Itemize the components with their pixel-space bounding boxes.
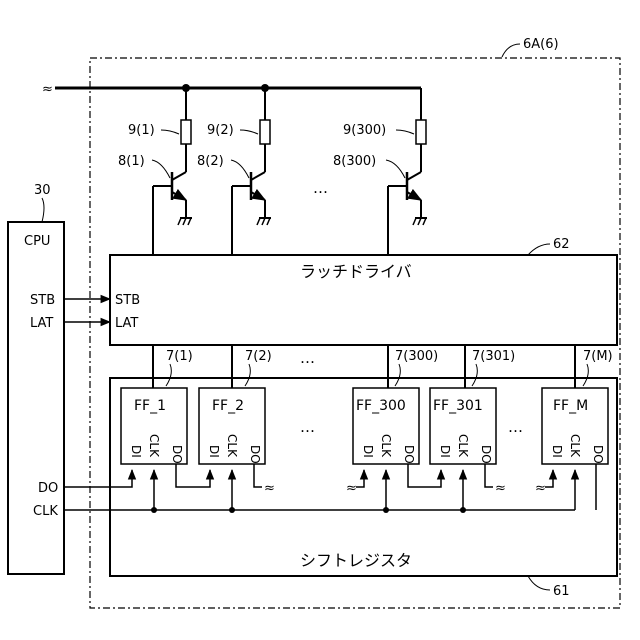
ff-di-pin: DI [550,445,564,458]
transistor-ellipsis: … [313,179,328,197]
ff-di-pin: DI [438,445,452,458]
output-label-7-2: 7(2) [245,349,272,364]
chain-break-mark: ≈ [535,481,546,496]
flipflop-ff-2: FF_2 DI CLK DO [199,388,265,464]
resistor-9-300 [416,120,426,144]
ff-clk-pin: CLK [568,434,582,458]
flipflop-ellipsis-right: … [508,418,523,436]
ff-clk-pin: CLK [147,434,161,458]
transistor-label-8-2: 8(2) [197,154,224,169]
latch-driver-block: ラッチドライバ STB LAT 62 [110,237,617,345]
resistor-label-9-300: 9(300) [343,123,386,138]
flipflop-label: FF_301 [433,398,483,414]
output-label-7-300: 7(300) [395,349,438,364]
driver-channel-300: 9(300) 8(300) [333,88,427,255]
shift-register-title: シフトレジスタ [300,551,412,570]
ff-do-pin: DO [170,445,184,464]
shift-register-ref: 61 [553,584,570,599]
flipflop-ellipsis-left: … [300,418,315,436]
ff-do-pin: DO [591,445,605,464]
latch-lat-pin: LAT [115,316,138,331]
resistor-label-9-1: 9(1) [128,123,155,138]
output-ellipsis: … [300,349,315,367]
ff-clk-pin: CLK [456,434,470,458]
cpu-lat-pin: LAT [30,316,53,331]
driver-channel-2: 9(2) 8(2) [197,88,271,255]
flipflop-label: FF_M [553,398,588,414]
ff-di-pin: DI [361,445,375,458]
latch-stb-pin: STB [115,293,140,308]
flipflop-ff-300: FF_300 DI CLK DO [353,388,419,464]
ff-di-pin: DI [207,445,221,458]
module-label-text: 6A(6) [523,37,559,52]
cpu-block: 30 CPU STB LAT DO CLK [8,183,64,574]
cpu-ref-label: 30 [34,183,51,198]
ff-do-pin: DO [479,445,493,464]
data-chain-wiring: ≈ ≈ ≈ ≈ [64,464,596,510]
output-label-7-1: 7(1) [166,349,193,364]
output-label-7-301: 7(301) [472,349,515,364]
chain-break-mark: ≈ [495,481,506,496]
supply-bus: ≈ [42,82,421,97]
output-label-7-m: 7(M) [583,349,613,364]
ff-do-pin: DO [248,445,262,464]
ff-clk-pin: CLK [379,434,393,458]
cpu-do-pin: DO [38,481,58,496]
chain-break-mark: ≈ [346,481,357,496]
cpu-title: CPU [24,234,50,249]
cpu-stb-pin: STB [30,293,55,308]
resistor-label-9-2: 9(2) [207,123,234,138]
chain-break-mark: ≈ [264,481,275,496]
flipflop-ff-301: FF_301 DI CLK DO [430,388,496,464]
latch-driver-ref: 62 [553,237,570,252]
ff-di-pin: DI [129,445,143,458]
parallel-output-lines: 7(1) 7(2) 7(300) 7(301) 7(M) … [153,345,613,388]
ff-clk-pin: CLK [225,434,239,458]
resistor-9-2 [260,120,270,144]
ff-do-pin: DO [402,445,416,464]
latch-driver-title: ラッチドライバ [300,262,412,281]
driver-channel-1: 9(1) 8(1) [118,88,192,255]
transistor-label-8-300: 8(300) [333,154,376,169]
flipflop-ff-1: FF_1 DI CLK DO [121,388,187,464]
module-label: 6A(6) [502,37,559,57]
bus-break-mark: ≈ [42,82,53,97]
flipflop-label: FF_300 [356,398,406,414]
flipflop-label: FF_2 [212,398,244,414]
flipflop-label: FF_1 [134,398,166,414]
cpu-clk-pin: CLK [33,504,58,519]
flipflop-ff-m: FF_M DI CLK DO [542,388,608,464]
resistor-9-1 [181,120,191,144]
transistor-label-8-1: 8(1) [118,154,145,169]
